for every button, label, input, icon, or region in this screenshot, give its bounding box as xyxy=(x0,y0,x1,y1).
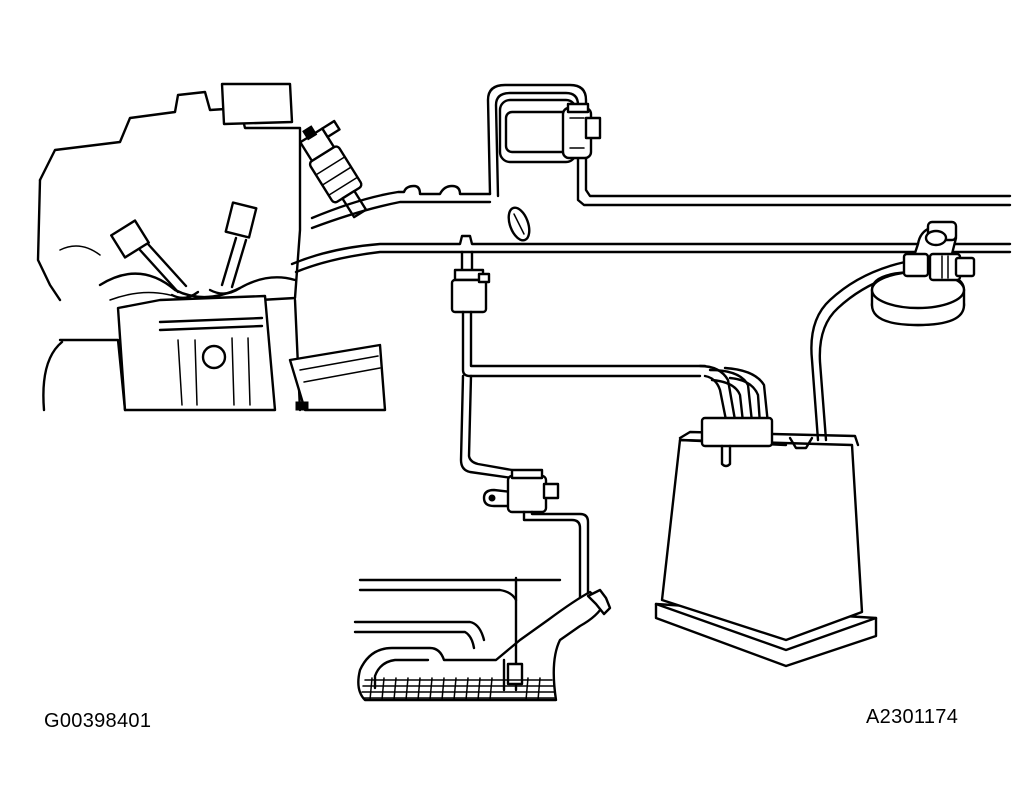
engine-cylinder-head xyxy=(36,82,302,307)
intake-manifold xyxy=(310,83,1012,230)
fuel-tank xyxy=(353,576,612,702)
two-way-valve xyxy=(482,468,590,602)
intake-valve xyxy=(110,219,200,300)
vacuum-line xyxy=(290,234,1012,274)
vacuum-reservoir-assembly xyxy=(870,220,976,327)
figure-code-left: G00398401 xyxy=(44,710,152,732)
vapor-line-to-tank xyxy=(459,374,514,480)
purge-solenoid-valve xyxy=(450,250,707,378)
engine-block xyxy=(42,294,387,412)
fuel-injector xyxy=(299,119,368,219)
figure-code-right: A2301174 xyxy=(866,706,959,728)
charcoal-canister xyxy=(654,416,878,668)
exhaust-valve xyxy=(208,201,258,295)
vacuum-check-valve xyxy=(507,206,531,242)
canister-hoses xyxy=(698,364,770,426)
throttle-body-sensor xyxy=(561,102,602,160)
fuel-level xyxy=(361,677,555,701)
